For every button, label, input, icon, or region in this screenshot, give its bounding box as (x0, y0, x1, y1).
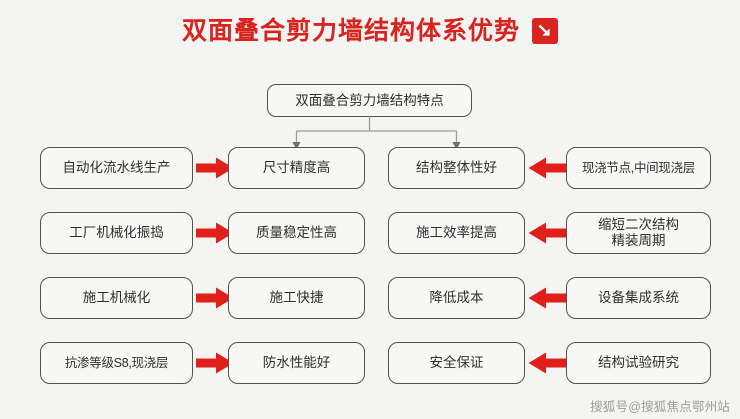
cause-box-right[interactable]: 结构试验研究 (566, 342, 711, 384)
effect-box-left-label: 施工快捷 (269, 290, 324, 306)
flow-grid: 自动化流水线生产 尺寸精度高 结构整体性好 现浇节点,中间现浇层 (0, 147, 740, 407)
arrow-right-icon (196, 157, 234, 179)
effect-box-left-label: 防水性能好 (262, 355, 331, 371)
effect-box-left-label: 尺寸精度高 (262, 160, 331, 176)
root-node-label: 双面叠合剪力墙结构特点 (295, 92, 444, 108)
arrow-left-icon (528, 352, 566, 374)
arrow-left-icon (528, 157, 566, 179)
cause-box-left[interactable]: 施工机械化 (40, 277, 193, 319)
cause-box-right-label: 缩短二次结构 精装周期 (598, 217, 679, 248)
cause-box-left[interactable]: 抗渗等级S8,现浇层 (40, 342, 193, 384)
cause-box-left[interactable]: 工厂机械化振捣 (40, 212, 193, 254)
arrow-left-icon (528, 287, 566, 309)
effect-box-right-label: 安全保证 (429, 355, 484, 371)
arrow-right-icon (196, 287, 234, 309)
effect-box-right-label: 施工效率提高 (416, 225, 497, 241)
arrow-right-icon (196, 352, 234, 374)
flow-row: 工厂机械化振捣 质量稳定性高 施工效率提高 缩短二次结构 精装周期 (0, 212, 740, 277)
cause-box-left[interactable]: 自动化流水线生产 (40, 147, 193, 189)
flow-row: 施工机械化 施工快捷 降低成本 设备集成系统 (0, 277, 740, 342)
effect-box-right[interactable]: 施工效率提高 (388, 212, 525, 254)
arrow-right-icon (196, 222, 234, 244)
cause-box-right-label: 现浇节点,中间现浇层 (582, 160, 695, 175)
root-node: 双面叠合剪力墙结构特点 (267, 84, 472, 117)
cause-box-left-label: 施工机械化 (82, 290, 151, 306)
cause-box-right[interactable]: 缩短二次结构 精装周期 (566, 212, 711, 254)
effect-box-right[interactable]: 安全保证 (388, 342, 525, 384)
effect-box-left[interactable]: 施工快捷 (228, 277, 365, 319)
cause-box-right-label: 结构试验研究 (598, 355, 679, 371)
cause-box-left-label: 抗渗等级S8,现浇层 (64, 355, 169, 370)
cause-box-right[interactable]: 设备集成系统 (566, 277, 711, 319)
effect-box-right[interactable]: 结构整体性好 (388, 147, 525, 189)
arrow-down-right-icon (532, 18, 558, 44)
flow-row: 抗渗等级S8,现浇层 防水性能好 安全保证 结构试验研究 (0, 342, 740, 407)
watermark: 搜狐号@搜狐焦点鄂州站 (590, 400, 730, 414)
effect-box-left[interactable]: 防水性能好 (228, 342, 365, 384)
effect-box-left[interactable]: 质量稳定性高 (228, 212, 365, 254)
effect-box-right-label: 降低成本 (429, 290, 484, 306)
page-title: 双面叠合剪力墙结构体系优势 (0, 18, 740, 44)
page-title-text: 双面叠合剪力墙结构体系优势 (181, 16, 520, 45)
cause-box-left-label: 工厂机械化振捣 (69, 225, 164, 241)
cause-box-left-label: 自动化流水线生产 (62, 160, 171, 176)
effect-box-left[interactable]: 尺寸精度高 (228, 147, 365, 189)
effect-box-right-label: 结构整体性好 (416, 160, 497, 176)
effect-box-left-label: 质量稳定性高 (256, 225, 337, 241)
cause-box-right[interactable]: 现浇节点,中间现浇层 (566, 147, 711, 189)
flow-row: 自动化流水线生产 尺寸精度高 结构整体性好 现浇节点,中间现浇层 (0, 147, 740, 212)
cause-box-right-label: 设备集成系统 (598, 290, 679, 306)
arrow-left-icon (528, 222, 566, 244)
effect-box-right[interactable]: 降低成本 (388, 277, 525, 319)
